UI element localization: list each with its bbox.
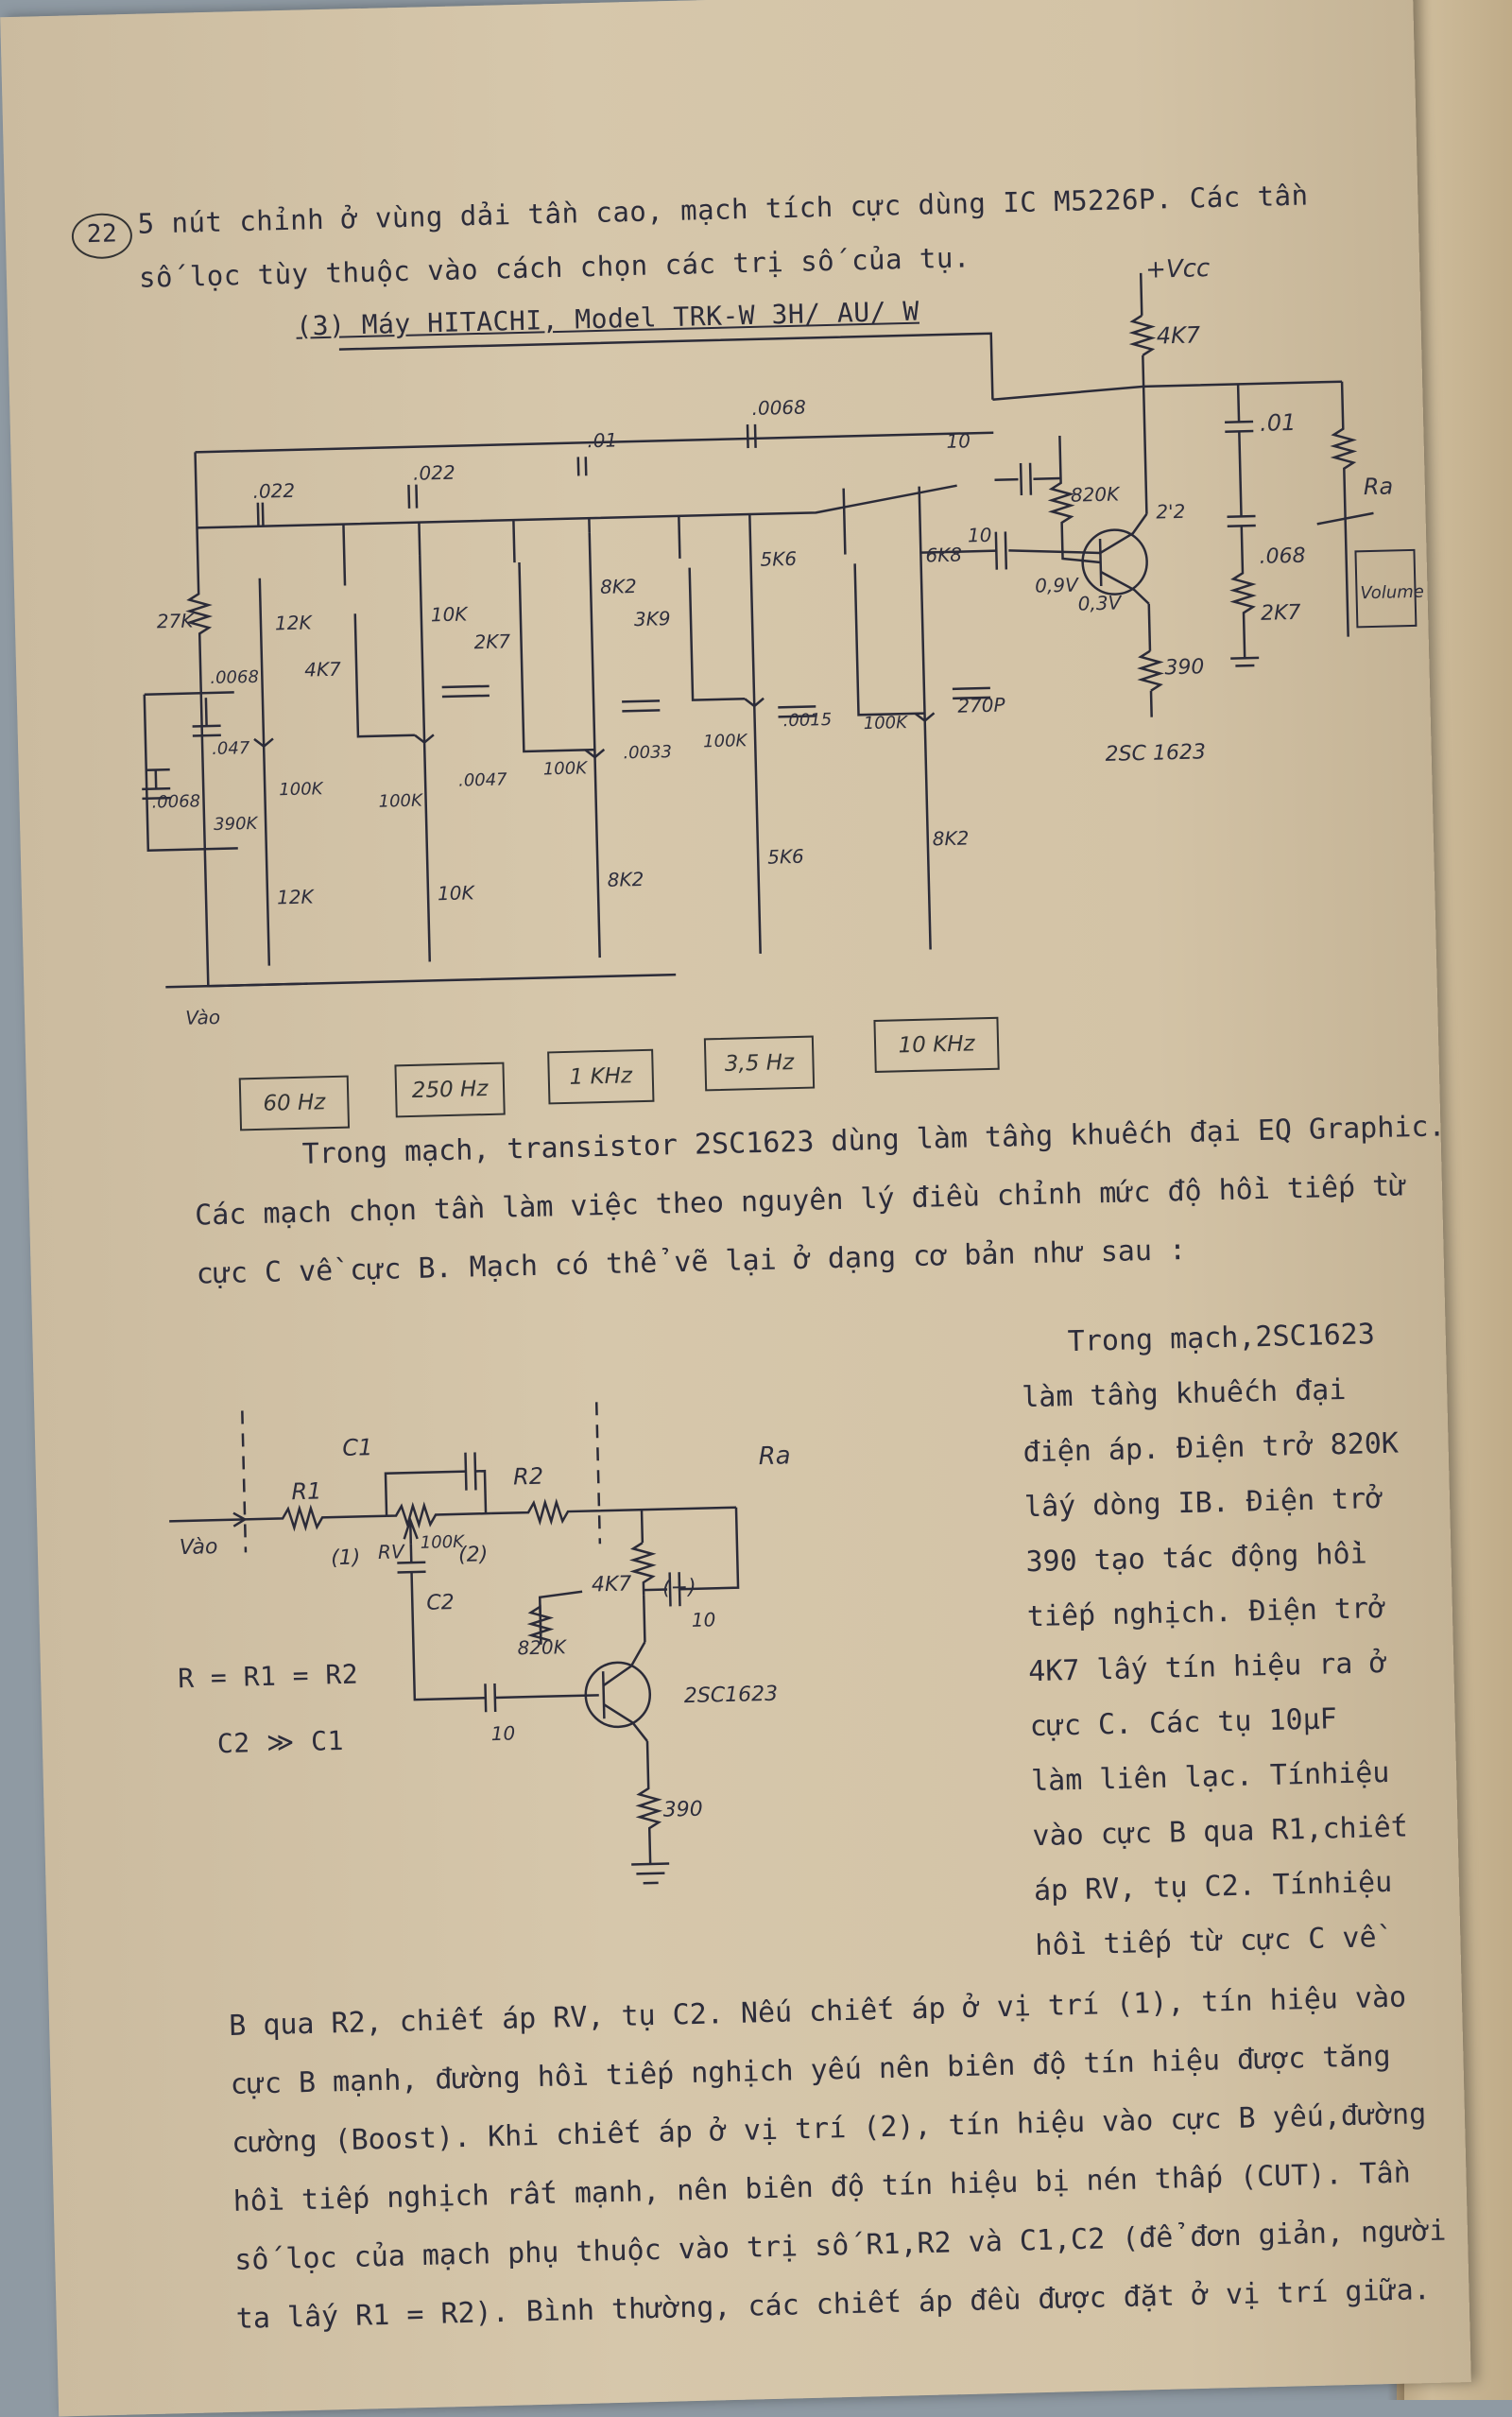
band-box-1khz: 1 KHz (547, 1048, 655, 1105)
label-100k-4: 100K (703, 731, 748, 751)
label-100k-5: 100K (864, 713, 909, 734)
label-5k6-2: 5K6 (767, 845, 804, 869)
label-r2: R2 (513, 1463, 544, 1491)
label-4k7: 4K7 (1156, 321, 1201, 349)
label-volume: Volume (1360, 582, 1424, 604)
side-line: điện áp. Điện trở 820K (1022, 1426, 1400, 1470)
label-vao: Vào (180, 1535, 218, 1560)
label-c068: .068 (1259, 544, 1306, 569)
label-03v: 0,3V (1077, 591, 1122, 614)
equation-r: R = R1 = R2 (177, 1658, 359, 1695)
label-6k8: 6K8 (925, 544, 962, 567)
label-c022b: .022 (413, 461, 455, 485)
side-line: Trong mạch,2SC1623 (1067, 1318, 1376, 1359)
label-vao: Vào (185, 1006, 220, 1029)
label-pos-1: (1) (331, 1545, 361, 1570)
side-explanation: Trong mạch,2SC1623 làm tầng khuếch đại đ… (1020, 1306, 1433, 1974)
label-5k6: 5K6 (760, 547, 797, 571)
label-c022a: .022 (252, 479, 295, 503)
side-line: hồi tiếp từ cực C về (1034, 1921, 1377, 1963)
label-ra: Ra (1363, 473, 1393, 500)
side-line: tiếp nghịch. Điện trở (1026, 1591, 1386, 1634)
band-box-3-5hz: 3,5 Hz (703, 1035, 816, 1092)
label-c1: C1 (342, 1434, 373, 1461)
label-09v: 0,9V (1035, 574, 1079, 597)
label-100k: 100K (421, 1532, 466, 1553)
basic-feedback-schematic: C1 R1 R2 Ra RV 100K (1) (2) Vào C2 (+) 4… (169, 1402, 791, 1885)
label-12k-2: 12K (277, 885, 316, 908)
side-line: lấy dòng IB. Điện trở (1023, 1481, 1383, 1525)
label-2k7: 2K7 (1261, 601, 1301, 626)
label-c0015: .0015 (782, 710, 832, 731)
label-vcc: +Vcc (1145, 254, 1211, 285)
label-c01b: .01 (587, 428, 617, 452)
label-100k-3: 100K (543, 758, 589, 779)
label-c0068: .0068 (751, 396, 806, 420)
label-4k7b: 4K7 (304, 658, 341, 682)
band-box-10khz: 10 KHz (873, 1016, 1000, 1073)
label-8k2-2: 8K2 (607, 868, 644, 891)
label-12k: 12K (275, 611, 314, 634)
label-ra: Ra (758, 1442, 791, 1471)
label-390: 390 (662, 1798, 703, 1822)
side-line: cực C. Các tụ 10µF (1029, 1702, 1338, 1744)
label-100k-1: 100K (279, 779, 324, 800)
book-page: 22 5 nút chỉnh ở vùng dải tần cao, mạch … (0, 0, 1471, 2417)
label-c0047: .0047 (458, 769, 508, 790)
label-27k: 27K (157, 609, 196, 632)
label-820k: 820K (517, 1635, 568, 1659)
label-pos-2: (2) (458, 1543, 489, 1567)
label-100k-2: 100K (378, 791, 423, 812)
label-270p: 270P (957, 693, 1006, 716)
side-line: làm liên lạc. Tínhiệu (1030, 1755, 1390, 1799)
label-c10a: 10 (946, 429, 971, 453)
label-3k9: 3K9 (634, 607, 671, 630)
label-2sc1623: 2SC 1623 (1105, 740, 1206, 767)
side-line: làm tầng khuếch đại (1021, 1373, 1347, 1415)
label-390k: 390K (214, 814, 259, 835)
label-c01: .01 (1260, 409, 1297, 437)
label-r1: R1 (291, 1477, 322, 1505)
side-line: 4K7 lấy tín hiệu ra ở (1027, 1646, 1387, 1689)
label-10k-2: 10K (438, 881, 476, 905)
label-c0033: .0033 (623, 742, 672, 763)
band-box-250hz: 250 Hz (394, 1062, 506, 1118)
label-8k2-3: 8K2 (932, 826, 969, 850)
label-10k: 10K (431, 602, 470, 626)
label-4k7: 4K7 (592, 1572, 632, 1597)
label-2sc1623: 2SC1623 (684, 1683, 779, 1708)
label-2k7: 2K7 (473, 630, 510, 653)
label-c0068b: .0068 (210, 667, 259, 688)
label-c10a: 10 (692, 1608, 716, 1631)
label-390: 390 (1164, 655, 1205, 680)
label-8k2: 8K2 (600, 575, 637, 598)
label-c10b: 10 (490, 1721, 515, 1745)
side-line: vào cực B qua R1,chiết (1032, 1810, 1409, 1854)
side-line: 390 tạo tác động hồi (1025, 1537, 1368, 1580)
label-c10b: 10 (968, 524, 992, 547)
label-q2: 2'2 (1156, 500, 1186, 524)
label-c2: C2 (426, 1591, 455, 1615)
equation-c: C2 ≫ C1 (216, 1724, 345, 1760)
label-c047: .047 (212, 738, 250, 759)
label-plus: (+) (662, 1576, 696, 1600)
label-c0068c: .0068 (151, 791, 200, 812)
side-line: áp RV, tụ C2. Tínhiệu (1033, 1865, 1393, 1908)
equalizer-schematic: +Vcc 4K7 .01 Ra Volume .068 2K7 .022 .02… (142, 254, 1424, 1029)
band-box-60hz: 60 Hz (238, 1075, 351, 1131)
label-820k: 820K (1071, 482, 1122, 506)
label-rv: RV (378, 1540, 405, 1563)
